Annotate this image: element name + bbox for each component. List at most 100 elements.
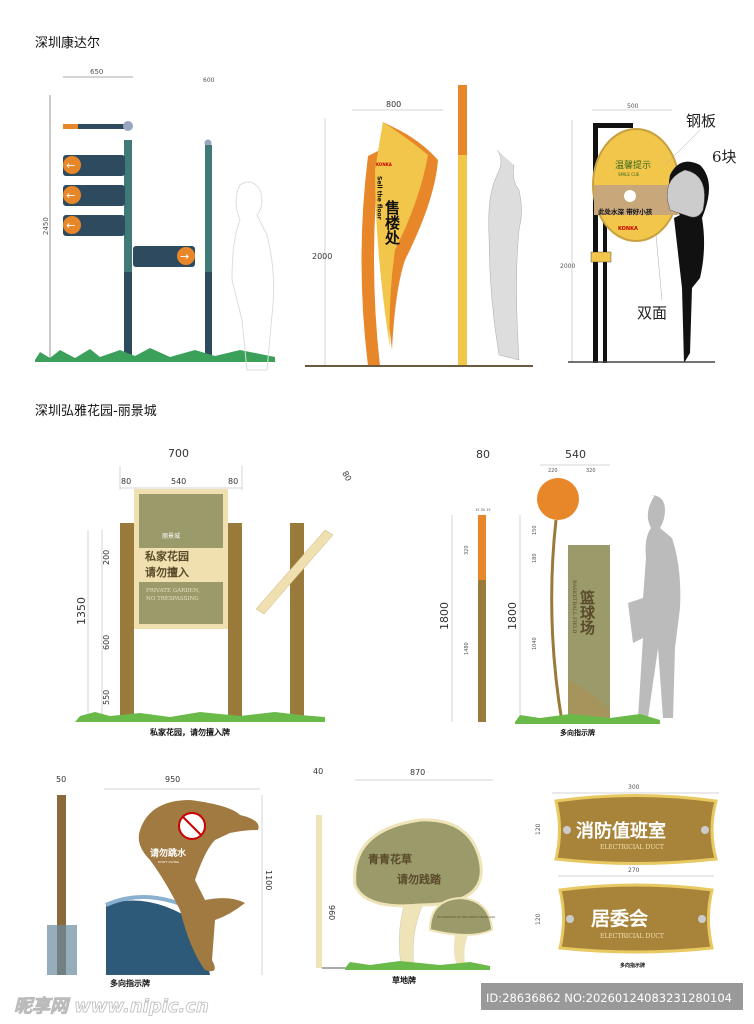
section-title-hongya: 深圳弘雅花园-丽景城 [35,403,157,419]
arrow-left-icon: ← [66,219,75,232]
dim-pole-part2: 1480 [464,642,470,655]
dim-height: 960 [327,905,336,920]
sales-text-en: Sell the floor [376,176,383,220]
note-double: 双面 [637,304,667,322]
small-cap [428,896,494,936]
door-plaques: 300 120 消防值班室 ELECTRICIAL DUCT 270 120 居… [535,784,719,969]
dolphin-text-en: DON'T DIVING [158,860,180,864]
top-bar-tip [63,124,78,129]
watermark-id: ID:28636862 NO:20260124083231280104 [486,991,732,1005]
dim-right-1: 150 [532,525,538,535]
caption: 草地牌 [392,975,416,985]
dim-right-3: 1040 [532,637,538,650]
dim-sub-mid: 540 [171,477,186,486]
arrow-left-icon: ← [66,189,75,202]
dim-width: 870 [410,768,425,777]
dim-width: 650 [90,68,103,76]
note-steel: 钢板 [686,112,716,130]
mushroom-sign: 40 870 960 青青花草 请勿践踏 NO STEPPING ON THE … [313,767,495,985]
plaque2-sub: ELECTRICIAL DUCT [600,933,664,940]
dim-height: 2450 [42,217,50,235]
dolphin-shape [138,800,259,972]
panel-en2: NO TRESPASSING [146,596,199,602]
mushroom-en: NO STEPPING ON THE GREEN GRASSLAND [437,916,495,919]
pole2-cap [204,139,212,147]
grass [345,961,490,970]
panel-en-area [139,582,223,624]
arm-left-3: ← [63,215,125,236]
caption: 多向指示牌 [110,978,150,988]
slanted-board [255,529,334,615]
dolphin-sign: 50 950 1100 请勿跳水 DON'T DIVING 多向指示牌 [47,775,273,988]
man-silhouette [231,181,275,371]
plaque1-width: 300 [628,784,640,791]
pole-arm [593,123,633,128]
mushroom-line2: 请勿践踏 [397,872,442,886]
dim-width: 700 [168,447,189,460]
plaque1-title: 消防值班室 [576,820,666,842]
dim-height: 2000 [312,252,332,261]
panel-logo: 丽景城 [162,533,180,540]
plate-band [594,185,678,215]
garden-sign: 700 80 540 80 1350 200 600 550 丽景城 私家花园 … [75,447,353,737]
dim-width: 500 [627,103,639,110]
sign-text-cn: 篮球场 [578,589,596,636]
basketball-sign: 80 15 50 15 320 1480 1800 1800 150 180 1… [438,448,681,737]
plaque-2 [558,883,714,954]
pole [57,795,66,975]
grass [515,714,660,724]
sales-sign: 800 2000 KONKA 售楼处 Sell the floor [305,85,533,367]
dim-pole: 50 [56,775,66,784]
directional-post: 650 2450 600 ← ← ← → [35,68,275,371]
curved-post [550,519,564,723]
pole-side [205,145,212,358]
grass [35,348,275,362]
note-count: 6块 [712,148,737,166]
brand-logo: KONKA [376,162,393,167]
no-diving-slash [182,816,202,836]
plaque1-height: 120 [535,823,542,835]
dim-side: 80 [340,470,353,483]
dim-height-2: 1800 [506,602,519,630]
screw-icon [701,826,709,834]
plaque-1 [554,794,718,865]
side-pole-top [458,85,467,155]
watermark-site: 昵享网 www.nipic.cn [14,996,209,1017]
post-right [228,523,242,718]
small-stem [454,935,468,968]
pole-base [124,272,132,358]
big-cap [353,818,483,908]
pole [316,815,322,968]
post-left [120,523,134,718]
panel-wave [568,680,610,722]
dim-width: 540 [565,448,586,461]
top-bar [63,124,125,129]
dolphin-text-cn: 请勿跳水 [150,847,187,859]
grass [75,712,325,722]
woman-silhouette [488,149,522,361]
dim-pole: 80 [476,448,490,461]
pole-main [124,140,132,358]
dim-width-part2: 320 [586,468,596,474]
caption: 私家花园，请勿擅入牌 [149,727,230,737]
panel-logo-area [139,494,223,548]
dim-height: 2000 [560,263,575,270]
screw-icon [563,826,571,834]
dim-height: 1100 [264,870,273,890]
sign-text-en: BASKETBALL FIELD [571,580,577,633]
pole-black [593,123,598,363]
arrow-right-icon: → [180,250,189,263]
warning-sign: 500 2000 温馨提示 SMILE CUE 此处水深 带好小孩 KONKA … [560,103,737,363]
arm-left-1: ← [63,155,125,176]
dim-height: 1350 [75,597,88,625]
big-stem [398,899,426,969]
panel-line2: 请勿擅入 [145,565,189,579]
side-pole [478,515,486,722]
plate-title: 温馨提示 [615,159,651,171]
dim-pole: 40 [313,767,323,776]
side-pole-top [478,515,486,580]
arm-left-2: ← [63,185,125,206]
pole-black-2 [603,220,607,363]
woman-silhouette [628,495,681,718]
section-title-kangdaer: 深圳康达尔 [35,35,100,51]
